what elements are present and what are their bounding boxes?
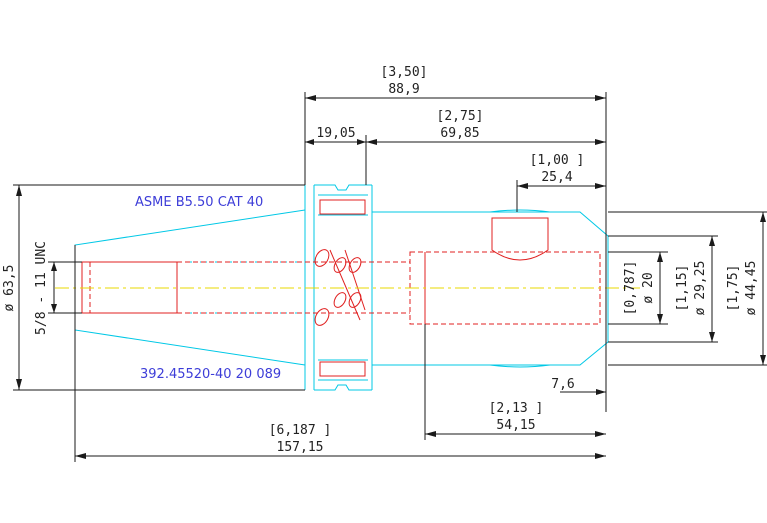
dim-dia3-inch: [1,75]: [726, 265, 741, 312]
dim-taper-dia: ø 63,5: [2, 265, 17, 312]
dim-hole-pos-inch: [1,00 ]: [530, 153, 585, 168]
dim-bore-mm: ø 20: [641, 272, 656, 303]
body-outline: [372, 211, 609, 366]
dim-tip-mm: 7,6: [551, 377, 574, 392]
dim-body-mm: 69,85: [440, 126, 479, 141]
dim-thread: 5/8 - 11 UNC: [34, 241, 49, 335]
dim-bore-depth-inch: [2,13 ]: [489, 401, 544, 416]
dim-total-inch: [6,187 ]: [269, 423, 332, 438]
dim-hole-pos-mm: 25,4: [541, 170, 572, 185]
dimension-text: [3,50] 88,9 19,05 [2,75] 69,85 [1,00 ] 2…: [2, 65, 759, 455]
flange-top: [314, 184, 372, 191]
dim-total-mm: 157,15: [277, 440, 324, 455]
dim-overall-mm: 88,9: [388, 82, 419, 97]
standard-label: ASME B5.50 CAT 40: [135, 195, 263, 210]
clamp-screw-hole: [491, 217, 549, 261]
dim-body-inch: [2,75]: [437, 109, 484, 124]
dim-dia3-mm: ø 44,45: [744, 261, 759, 316]
dim-bore-inch: [0,787]: [623, 261, 638, 316]
dim-flange-mm: 19,05: [316, 126, 355, 141]
part-number-label: 392.45520-40 20 089: [140, 367, 281, 382]
dimension-lines: [13, 92, 767, 462]
dim-overall-inch: [3,50]: [381, 65, 428, 80]
dim-dia2-inch: [1,15]: [675, 265, 690, 312]
flange-bottom: [314, 384, 372, 391]
dim-dia2-mm: ø 29,25: [693, 261, 708, 316]
dim-bore-depth-mm: 54,15: [496, 418, 535, 433]
